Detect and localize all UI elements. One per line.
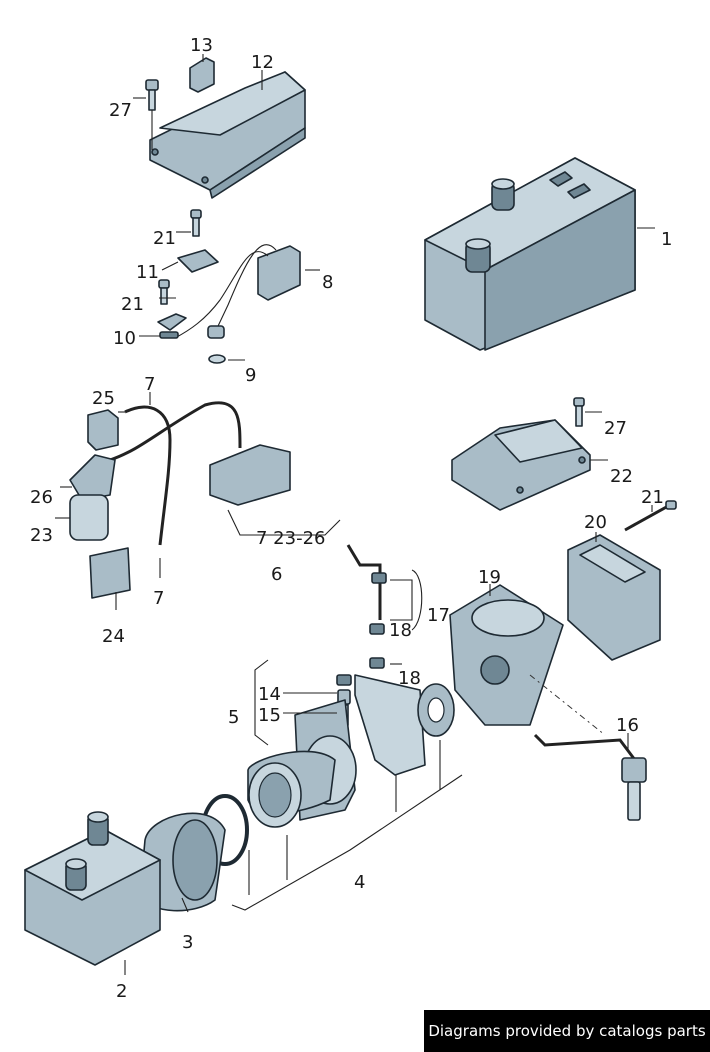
callout-18-bottom: 18 bbox=[398, 668, 421, 689]
part-21-screws bbox=[158, 209, 202, 305]
part-27-screw-right bbox=[573, 397, 585, 427]
part-9-washer bbox=[207, 325, 226, 364]
callout-4: 4 bbox=[354, 872, 365, 893]
callout-26: 26 bbox=[30, 487, 53, 508]
part-19-combustion-housing bbox=[449, 584, 564, 726]
callout-10: 10 bbox=[113, 328, 136, 349]
callout-21-right: 21 bbox=[641, 487, 664, 508]
part-13-clip bbox=[189, 57, 215, 93]
callout-14: 14 bbox=[258, 684, 281, 705]
callout-23: 23 bbox=[30, 525, 53, 546]
part-12-mount-bracket bbox=[149, 71, 306, 199]
callout-24: 24 bbox=[102, 626, 125, 647]
part-2-lower-housing bbox=[24, 811, 161, 966]
callout-19: 19 bbox=[478, 567, 501, 588]
callout-13: 13 bbox=[190, 35, 213, 56]
callout-17: 17 bbox=[427, 605, 450, 626]
callout-6: 6 bbox=[271, 564, 282, 585]
callout-21-mid: 21 bbox=[153, 228, 176, 249]
callout-11: 11 bbox=[136, 262, 159, 283]
callout-16: 16 bbox=[616, 715, 639, 736]
callout-15: 15 bbox=[258, 705, 281, 726]
part-3-heat-exchanger bbox=[139, 812, 226, 912]
callout-7-bottom: 7 bbox=[153, 588, 164, 609]
callout-25: 25 bbox=[92, 388, 115, 409]
part-ring-gasket bbox=[417, 683, 455, 737]
part-16-sensor bbox=[533, 733, 647, 821]
part-burner-tube bbox=[247, 750, 336, 828]
leader-lines bbox=[55, 54, 655, 975]
part-17-fuel-pipe bbox=[346, 544, 387, 669]
part-7-wiring-harness bbox=[69, 401, 291, 599]
part-22-bracket bbox=[451, 419, 591, 511]
callout-27-right: 27 bbox=[604, 418, 627, 439]
callout-8: 8 bbox=[322, 272, 333, 293]
callout-27-top: 27 bbox=[109, 100, 132, 121]
part-10-ground-lug bbox=[157, 313, 187, 331]
part-1-heater-unit bbox=[424, 157, 636, 351]
callout-labels: 1 2 3 4 5 6 7 7 8 9 10 11 12 13 14 15 16… bbox=[30, 35, 672, 1002]
callout-20: 20 bbox=[584, 512, 607, 533]
callout-9: 9 bbox=[245, 365, 256, 386]
part-21-long-screw bbox=[624, 500, 677, 532]
part-gasket bbox=[354, 674, 426, 776]
watermark-banner: Diagrams provided by catalogs parts bbox=[424, 1010, 710, 1052]
part-27-screw-top bbox=[145, 79, 159, 111]
callout-5: 5 bbox=[228, 707, 239, 728]
part-20-cover bbox=[567, 534, 661, 661]
callout-1: 1 bbox=[661, 229, 672, 250]
callout-21-low: 21 bbox=[121, 294, 144, 315]
callout-7-top: 7 bbox=[144, 374, 155, 395]
callout-12: 12 bbox=[251, 52, 274, 73]
callout-18-top: 18 bbox=[389, 620, 412, 641]
part-11-plate bbox=[177, 249, 219, 273]
callout-22: 22 bbox=[610, 466, 633, 487]
harness-range-label: 7 23-26 bbox=[256, 528, 325, 549]
callout-2: 2 bbox=[116, 981, 127, 1002]
callout-3: 3 bbox=[182, 932, 193, 953]
